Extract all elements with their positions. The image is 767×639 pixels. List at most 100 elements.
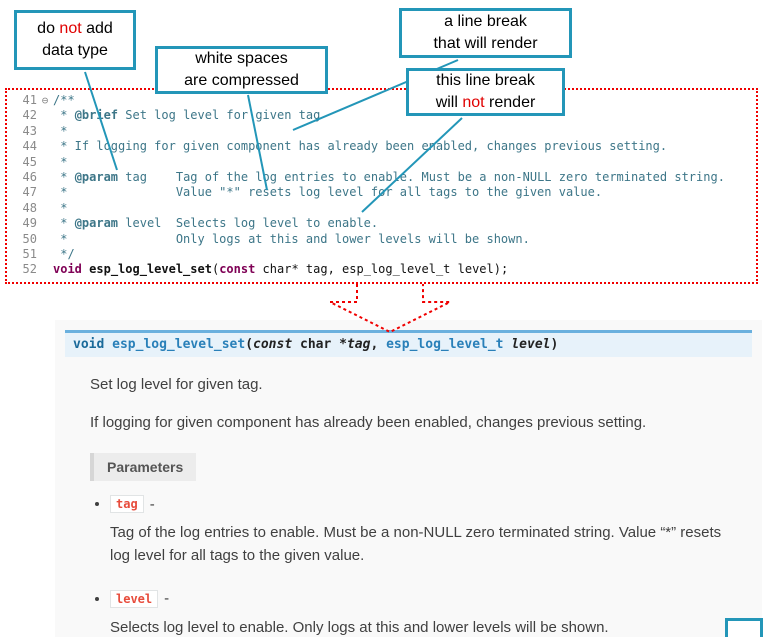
parameter-item: tag-Tag of the log entries to enable. Mu… (110, 495, 762, 568)
fold-gutter (37, 201, 53, 216)
line-number: 50 (22, 231, 37, 246)
callout-white-spaces-compressed: white spaces are compressed (155, 46, 328, 94)
brief-description: Set log level for given tag. (90, 376, 263, 393)
text-segment: esp_log_level_set (112, 337, 246, 352)
line-number: 43 (22, 123, 37, 138)
fold-gutter (37, 108, 53, 123)
param-separator: - (149, 495, 155, 513)
line-number: 48 (22, 200, 37, 215)
text-segment: a line break (444, 12, 527, 30)
text-segment: @brief (74, 108, 119, 123)
text-segment: ) (550, 337, 559, 352)
text-segment: add (81, 19, 113, 37)
param-name-literal: level (110, 589, 159, 608)
text-segment: esp_log_level_set (89, 262, 212, 277)
code-line: 48 * (13, 201, 756, 216)
line-number: 45 (22, 154, 37, 169)
line-number: 44 (22, 139, 37, 154)
text-segment: will (435, 94, 463, 111)
param-name-literal: tag (110, 495, 144, 513)
text-segment: white spaces (195, 49, 288, 67)
text-segment: are compressed (184, 72, 299, 89)
text-segment: ( (211, 262, 220, 277)
code-line: 49 * @param level Selects log level to e… (13, 216, 756, 231)
param-description: Selects log level to enable. Only logs a… (110, 618, 609, 636)
fold-gutter (37, 139, 53, 154)
code-line: 41 ⊖ /** (13, 93, 756, 108)
text-segment: * (53, 170, 75, 185)
text-segment: */ (53, 247, 75, 262)
text-segment: tag Tag of the log entries to enable. Mu… (118, 170, 725, 185)
text-segment: this line break (436, 71, 535, 89)
parameters-heading: Parameters (90, 453, 197, 481)
text-segment: data type (42, 42, 108, 59)
fold-gutter (37, 216, 53, 231)
fold-gutter (37, 170, 53, 185)
text-segment: * Only logs at this and lower levels wil… (53, 231, 530, 246)
parameter-head: tag- (110, 495, 762, 513)
fold-gutter (37, 185, 53, 200)
code-text: */ (53, 247, 75, 262)
code-line: 46 * @param tag Tag of the log entries t… (13, 170, 756, 185)
fold-gutter (37, 232, 53, 247)
line-number: 46 (22, 170, 37, 185)
text-segment: esp_log_level_t (386, 337, 512, 352)
callout-line-break-not-render: this line break will not render (406, 68, 565, 116)
text-segment: /** (53, 93, 75, 107)
text-segment: char* tag, esp_log_level_t level); (255, 262, 509, 277)
code-text: * (53, 155, 67, 170)
code-lines: 41 ⊖ /** 42 * @brief Set log level for give… (13, 93, 756, 278)
text-segment: * (53, 216, 75, 231)
code-text: * (53, 201, 67, 216)
code-text: void esp_log_level_set(const char* tag, … (53, 262, 508, 277)
callout-text: data type (42, 40, 108, 62)
detailed-description: If logging for given component has alrea… (90, 414, 647, 431)
text-segment: level (511, 337, 551, 352)
text-segment: tag (346, 337, 371, 352)
code-text: * @param tag Tag of the log entries to e… (53, 170, 725, 185)
line-number: 51 (22, 247, 37, 262)
text-segment: not (59, 19, 82, 37)
callout-text: that will render (433, 33, 537, 55)
param-separator: - (164, 590, 170, 607)
line-number: 41 (22, 93, 37, 107)
text-segment: render (484, 94, 536, 111)
line-number: 49 (22, 216, 37, 231)
fold-gutter (37, 155, 53, 170)
callout-text: will not render (436, 92, 536, 114)
code-line: 50 * Only logs at this and lower levels … (13, 232, 756, 247)
text-segment: @param (74, 170, 119, 185)
text-segment: const (253, 337, 293, 352)
code-text: * If logging for given component has alr… (53, 139, 667, 154)
text-segment: do (37, 19, 60, 37)
text-segment: * (53, 154, 68, 169)
code-text: * (53, 124, 67, 139)
code-text: * @param level Selects log level to enab… (53, 216, 378, 231)
parameter-item: level- Selects log level to enable. Only … (110, 589, 762, 639)
text-segment: void (73, 337, 113, 352)
parameter-list: tag-Tag of the log entries to enable. Mu… (110, 495, 762, 639)
text-segment: char * (292, 337, 347, 352)
code-text: * Only logs at this and lower levels wil… (53, 232, 530, 247)
text-segment: * (53, 123, 68, 138)
code-editor-snippet: 41 ⊖ /** 42 * @brief Set log level for give… (5, 88, 758, 284)
code-text: /** (53, 93, 75, 108)
parameter-head: level- (110, 589, 762, 608)
code-text: * Value "*" resets log level for all tag… (53, 185, 602, 200)
fold-gutter (37, 262, 53, 277)
callout-text: do not add (37, 18, 113, 40)
text-segment: ( (245, 337, 254, 352)
code-line: 51 */ (13, 247, 756, 262)
callout-text: white spaces (195, 48, 288, 70)
text-segment: void (53, 262, 82, 277)
cutoff-callout-fragment (725, 618, 763, 637)
text-segment: * If logging for given component has alr… (53, 139, 668, 154)
text-segment: , (370, 337, 387, 352)
line-number: 47 (22, 185, 37, 200)
line-number: 42 (22, 108, 37, 123)
code-text: * @brief Set log level for given tag (53, 108, 320, 123)
text-segment: level Selects log level to enable. (118, 216, 379, 231)
fold-collapse-icon[interactable]: ⊖ (41, 94, 49, 107)
code-line: 44 * If logging for given component has … (13, 139, 756, 154)
